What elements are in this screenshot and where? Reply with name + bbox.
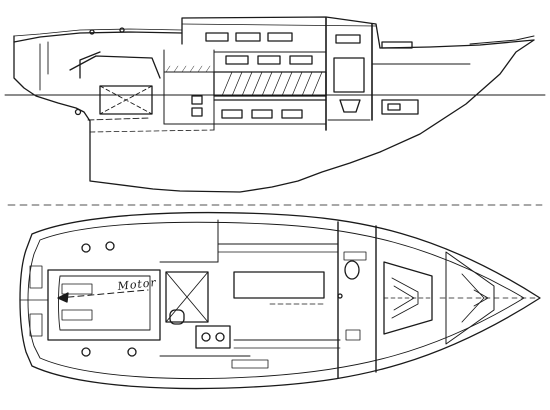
saloon-table xyxy=(233,271,325,299)
winch-port-aft xyxy=(81,243,91,253)
profile-hull-outline xyxy=(13,35,535,193)
galley-stove xyxy=(195,325,231,349)
cockpit-outline xyxy=(47,269,161,341)
hull-liner xyxy=(89,129,215,133)
transom-locker-stbd xyxy=(29,313,43,337)
plan-inner-liner xyxy=(27,221,525,379)
profile-foredeck-line xyxy=(379,39,535,49)
plan-view: Motor xyxy=(19,211,541,390)
engine-x-mark xyxy=(165,271,209,323)
galley-sink xyxy=(169,309,185,325)
portlight-4 xyxy=(335,34,361,44)
motor-label: Motor xyxy=(116,276,157,293)
head-locker xyxy=(333,57,365,93)
v-berth xyxy=(383,261,433,335)
head-toilet xyxy=(344,260,360,280)
portlight-2 xyxy=(235,32,261,42)
cleat xyxy=(89,29,95,35)
transom-locker-port xyxy=(29,265,43,289)
anchor-locker-inner xyxy=(461,273,485,323)
rudder-fitting xyxy=(74,108,82,116)
drawer-5 xyxy=(281,109,303,119)
locker-2 xyxy=(257,55,281,65)
motor-arrow-shaft xyxy=(57,289,149,299)
toe-rail xyxy=(13,28,183,37)
cockpit-well xyxy=(58,275,151,331)
winch-stbd-fwd xyxy=(127,347,137,357)
drawer-3 xyxy=(221,109,243,119)
stove-burner-2 xyxy=(215,332,225,342)
cockpit-coaming xyxy=(69,55,161,79)
motor-arrow-head xyxy=(57,292,69,303)
anchor-locker xyxy=(445,251,495,345)
cockpit-seat-port xyxy=(61,283,93,295)
head-seacock xyxy=(337,293,343,299)
head-basin xyxy=(343,251,367,261)
chart-table-hatch xyxy=(165,65,211,73)
plan-hull-outline xyxy=(19,211,541,390)
locker-3 xyxy=(289,55,313,65)
fwd-locker xyxy=(381,99,419,115)
toilet xyxy=(339,99,361,113)
portlight-5 xyxy=(381,41,413,49)
profile-view xyxy=(4,16,546,193)
winch xyxy=(119,27,125,33)
deckhouse-top-line xyxy=(181,23,377,27)
stove-burner-1 xyxy=(201,332,211,342)
drawer-1 xyxy=(191,95,203,105)
profile-sheer-line xyxy=(13,31,183,43)
portlight-1 xyxy=(205,32,229,42)
companionway-hatch xyxy=(165,271,209,323)
settee-hatching xyxy=(221,71,323,97)
propeller-shaft xyxy=(87,117,151,121)
settee-back xyxy=(213,71,327,97)
stbd-locker xyxy=(231,359,269,369)
engine-box xyxy=(99,85,153,115)
deckhouse xyxy=(181,16,381,49)
winch-port-fwd xyxy=(105,241,115,251)
drawer-2 xyxy=(191,107,203,117)
v-berth-chevron xyxy=(393,285,415,311)
locker-1 xyxy=(225,55,249,65)
v-berth-insert xyxy=(391,277,419,319)
cockpit-seat-stbd xyxy=(61,309,93,321)
bow-pulpit xyxy=(469,35,535,45)
portlight-3 xyxy=(267,32,293,42)
winch-stbd-aft xyxy=(81,347,91,357)
engine-mark xyxy=(99,85,153,115)
hanging-locker xyxy=(345,329,361,341)
fwd-drawer xyxy=(387,103,401,111)
drawer-4 xyxy=(251,109,273,119)
companionway xyxy=(79,51,101,79)
